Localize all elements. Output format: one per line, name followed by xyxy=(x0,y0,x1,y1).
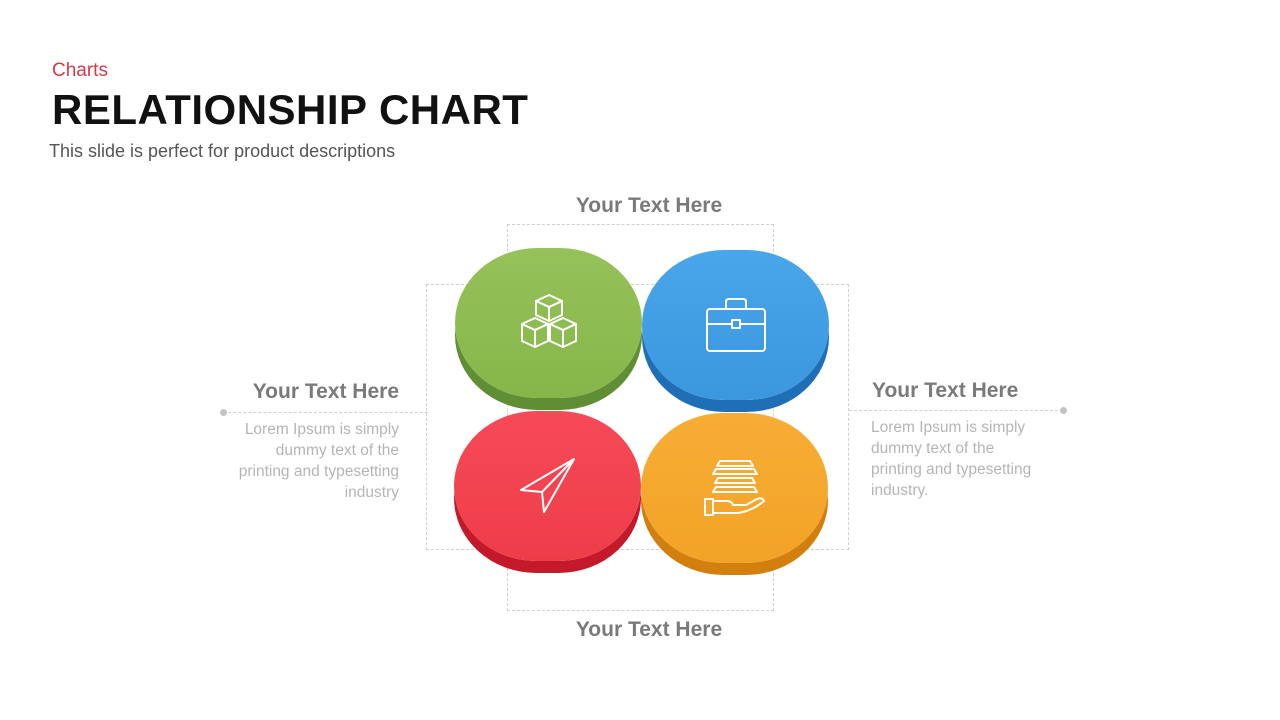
connector-dot-right xyxy=(1060,407,1067,414)
left-heading: Your Text Here xyxy=(252,380,399,403)
paper-plane-icon xyxy=(518,456,578,516)
right-heading: Your Text Here xyxy=(872,379,1019,402)
segment-bottom-right xyxy=(641,413,828,563)
segment-top-left xyxy=(455,248,642,398)
connector-dot-left xyxy=(220,409,227,416)
dashed-frame-horizontal xyxy=(426,284,849,550)
segment-bottom-left xyxy=(454,411,641,561)
left-body-text: Lorem Ipsum is simply dummy text of the … xyxy=(238,421,399,501)
cubes-icon xyxy=(517,292,581,354)
connector-line-left xyxy=(223,412,428,413)
top-heading: Your Text Here xyxy=(575,194,723,217)
briefcase-icon xyxy=(704,295,768,355)
right-body-text: Lorem Ipsum is simply dummy text of the … xyxy=(871,419,1032,499)
category-label: Charts xyxy=(52,60,108,81)
segment-top-right xyxy=(642,250,829,400)
bottom-heading: Your Text Here xyxy=(575,618,723,641)
slide-title: RELATIONSHIP CHART xyxy=(52,86,529,133)
slide-subtitle: This slide is perfect for product descri… xyxy=(49,141,396,161)
connector-line-right xyxy=(849,410,1063,411)
hand-stack-icon xyxy=(702,457,768,519)
